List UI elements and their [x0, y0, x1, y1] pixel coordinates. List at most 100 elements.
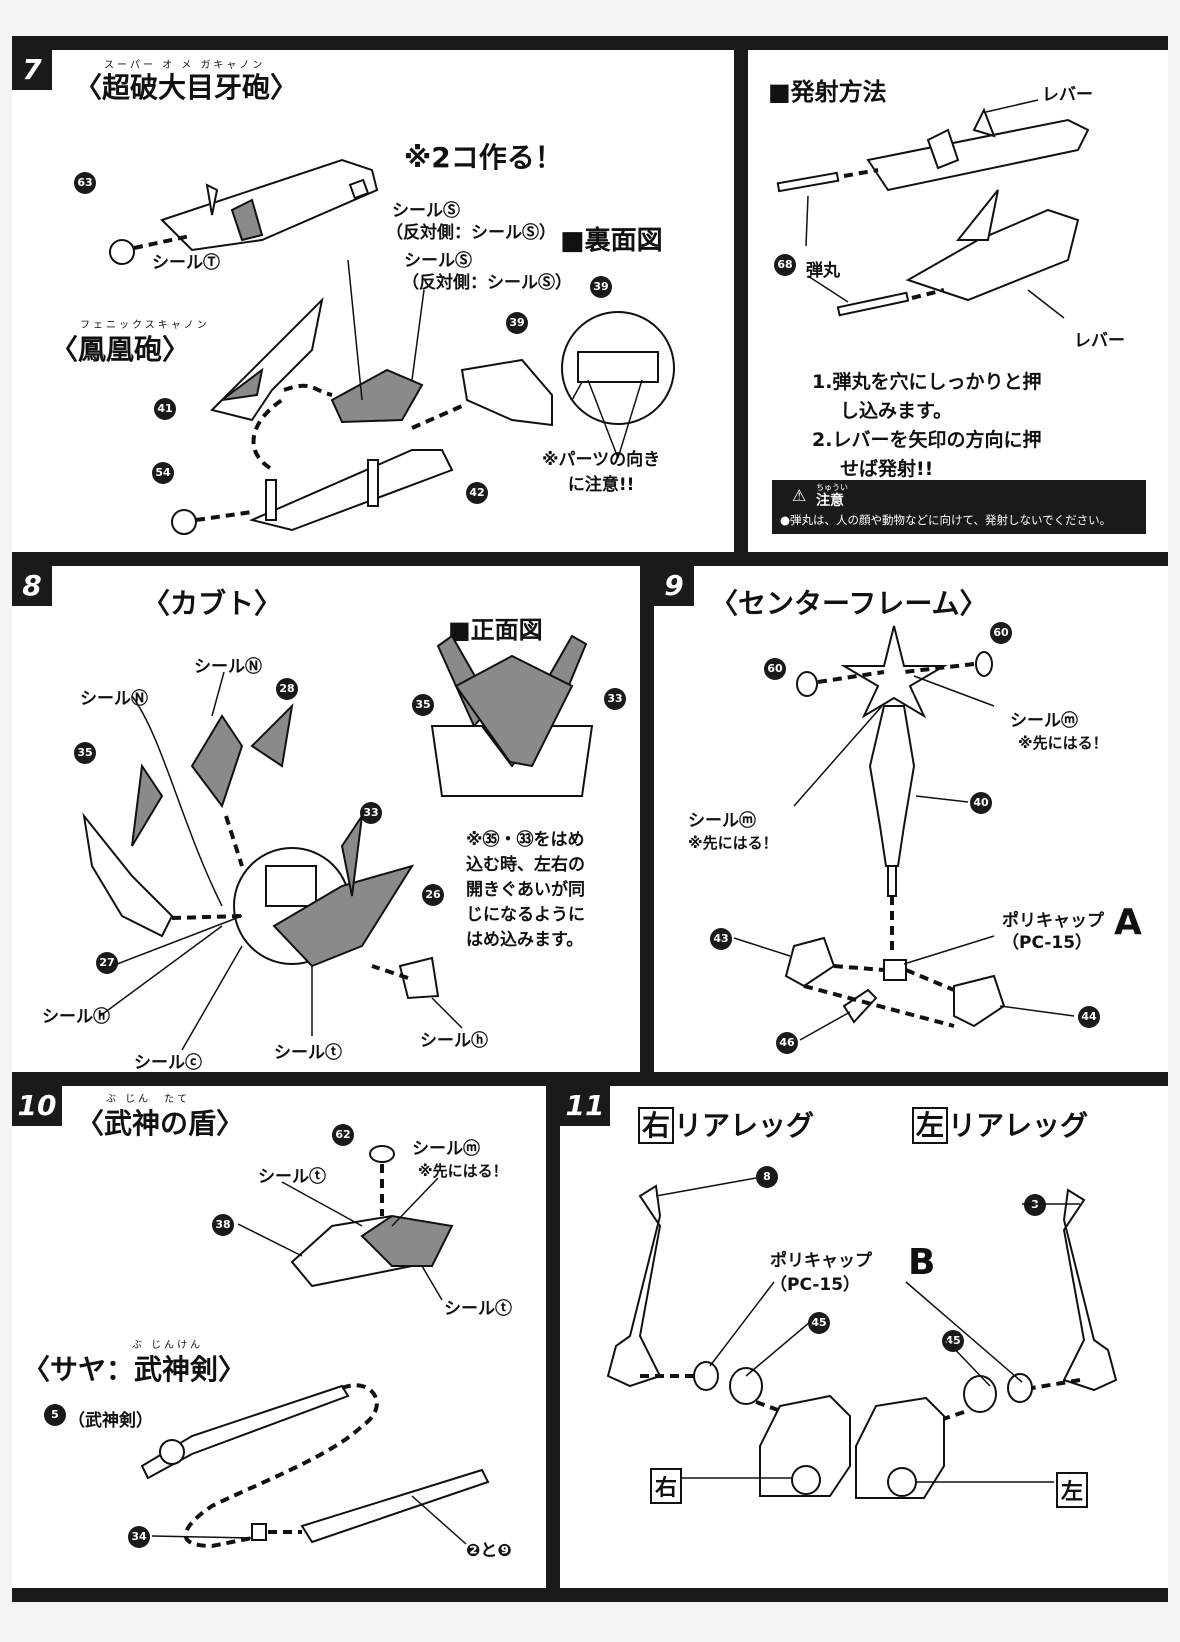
- right-side-box: 右: [650, 1468, 683, 1504]
- left-side-box: 左: [1056, 1472, 1089, 1508]
- part-number: 38: [212, 1214, 234, 1236]
- sticker-label: シールⓜ: [1010, 711, 1078, 731]
- back-piece: [460, 358, 553, 427]
- caution-ruby: ちゅうい: [816, 483, 848, 492]
- part-number: 68: [774, 254, 796, 276]
- sticker-label: シールⓣ: [258, 1167, 326, 1187]
- step-11-diagram: [606, 1177, 1118, 1499]
- step-9-title: 〈センターフレーム〉: [710, 587, 988, 620]
- lever-label-bottom: レバー: [1074, 331, 1125, 351]
- step-7-number: 7: [12, 50, 52, 90]
- part-number: 40: [970, 792, 992, 814]
- step-10-diagram: [140, 1145, 490, 1549]
- parts-2-and-9: ❷と❾: [466, 1541, 512, 1561]
- sticker-label: シールⓗ: [42, 1007, 110, 1027]
- polycap-label: ポリキャップ: [1002, 911, 1104, 931]
- sticker-label: シールⓈ: [392, 201, 460, 221]
- left-rear-leg-title: 左リアレッグ: [912, 1104, 1088, 1144]
- left-box: 左: [912, 1107, 949, 1144]
- step-10-number: 10: [12, 1086, 62, 1126]
- sticker-label: シールⓒ: [134, 1053, 202, 1072]
- caution-heading: 注意: [816, 493, 844, 509]
- step-7-diagram: [109, 158, 675, 535]
- step-8-title: 〈カブト〉: [142, 587, 283, 620]
- sticker-label: シールⓃ: [80, 689, 148, 709]
- polycap-label: ポリキャップ: [770, 1251, 872, 1271]
- part-number: 34: [128, 1526, 150, 1548]
- make-two-note: ※2コ作る！: [404, 141, 563, 174]
- back-view-heading: ■裏面図: [560, 226, 663, 256]
- right-box: 右: [638, 1107, 675, 1144]
- part-number: 60: [764, 658, 786, 680]
- shield-cover-gray: [330, 368, 424, 424]
- step-11-panel: 11 右リアレッグ 左リアレッグ ポリキャップ （PC-15） B 右 左 8 …: [560, 1086, 1168, 1588]
- part-number: 39: [590, 276, 612, 298]
- part-number: 39: [506, 312, 528, 334]
- cannon-barrel-upper: [160, 158, 379, 252]
- polycap-letter: A: [1114, 902, 1142, 943]
- firing-steps: 1.弾丸を穴にしっかりと押 し込みます。 2.レバーを矢印の方向に押 せば発射!…: [812, 371, 1042, 480]
- part-number: 62: [332, 1124, 354, 1146]
- sheath-title-ruby: ぶ じんけん: [132, 1340, 204, 1351]
- part-number: 42: [466, 482, 488, 504]
- part-number: 44: [1078, 1006, 1100, 1028]
- sticker-label: シールⓉ: [152, 253, 220, 273]
- step-7-title: 〈超破大目牙砲〉: [74, 71, 299, 104]
- firing-diagram: [776, 99, 1090, 319]
- sticker-label: （反対側：シールⓈ）: [402, 273, 572, 293]
- phoenix-cannon-ruby: フェニックスキャノン: [80, 320, 210, 331]
- sticker-label: シールⓗ: [420, 1031, 488, 1051]
- first-apply-note: ※先にはる！: [688, 834, 778, 852]
- sticker-label: シールⓣ: [274, 1043, 342, 1063]
- sticker-label: シールⓜ: [412, 1139, 480, 1159]
- phoenix-cannon-title: 〈鳳凰砲〉: [50, 333, 191, 366]
- polycap-code: （PC-15）: [770, 1275, 861, 1295]
- part-number: 54: [152, 462, 174, 484]
- bullet-label: 弾丸: [806, 261, 840, 281]
- part-number: 33: [604, 688, 626, 710]
- part-number: 45: [808, 1312, 830, 1334]
- part-number: 5: [44, 1404, 66, 1426]
- lever-label-top: レバー: [1042, 85, 1093, 105]
- part-number: 63: [74, 172, 96, 194]
- part-number: 43: [710, 928, 732, 950]
- polycap-letter: B: [908, 1242, 936, 1283]
- part-number: 35: [412, 694, 434, 716]
- caution-box: ⚠ ちゅうい 注意 ●弾丸は、人の顔や動物などに向けて、発射しないでください。: [772, 480, 1146, 534]
- step-8-diagram: [82, 634, 594, 1051]
- caution-text: ●弾丸は、人の顔や動物などに向けて、発射しないでください。: [780, 513, 1112, 527]
- part-number: 46: [776, 1032, 798, 1054]
- part-number: 33: [360, 802, 382, 824]
- step-8-number: 8: [12, 566, 52, 606]
- firing-panel: ■発射方法 レバー 弾丸 レバー 68 1.弾丸を穴にしっかりと押 し込みます。…: [748, 50, 1168, 552]
- step-9-panel: 9 〈センターフレーム〉 シールⓜ ※先にはる！ シールⓜ ※先にはる！ ポリキ…: [654, 566, 1168, 1072]
- part-number: 26: [422, 884, 444, 906]
- part-number: 27: [96, 952, 118, 974]
- sticker-label: （反対側：シールⓈ）: [386, 223, 556, 243]
- step-8-panel: 8 〈カブト〉 ■正面図 シールⓃ シールⓃ シールⓗ シールⓒ シールⓣ シー…: [12, 566, 640, 1072]
- part-number: 28: [276, 678, 298, 700]
- sheath-title: 〈サヤ：武神剣〉: [22, 1353, 247, 1386]
- sticker-label: シールⓣ: [444, 1299, 512, 1319]
- cannon-lower: [248, 449, 454, 532]
- sticker-label: シールⓜ: [688, 811, 756, 831]
- right-rear-leg-title: 右リアレッグ: [638, 1104, 814, 1144]
- firing-method-title: ■発射方法: [768, 78, 887, 106]
- part-number: 8: [756, 1166, 778, 1188]
- part-number: 60: [990, 622, 1012, 644]
- warning-icon: ⚠: [792, 486, 807, 505]
- step-9-diagram: [733, 625, 1075, 1041]
- first-apply-note: ※先にはる！: [1018, 734, 1108, 752]
- step-10-title: 〈武神の盾〉: [76, 1107, 245, 1140]
- first-apply-note: ※先にはる！: [418, 1162, 508, 1180]
- step-7-panel: 7 スーパー オ メ ガキャノン 〈超破大目牙砲〉 ※2コ作る！ シールⓉ シー…: [12, 50, 734, 552]
- front-view-heading: ■正面図: [448, 616, 543, 644]
- step-7-title-ruby: スーパー オ メ ガキャノン: [104, 60, 266, 71]
- step-11-number: 11: [560, 1086, 610, 1126]
- left-right-note: ※㉟・㉝をはめ 込む時、左右の 開きぐあいが同 じになるように はめ込みます。: [466, 830, 585, 950]
- step-9-number: 9: [654, 566, 694, 606]
- step-10-title-ruby: ぶ じん たて: [106, 1094, 191, 1105]
- part-number: 35: [74, 742, 96, 764]
- sword-label: （武神剣）: [68, 1411, 153, 1431]
